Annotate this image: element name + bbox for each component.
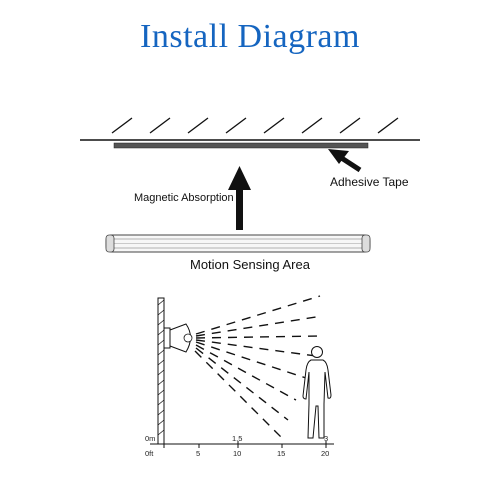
axis-feet-unit: 0ft [145, 449, 154, 458]
person-icon [302, 346, 332, 439]
ceiling-hatching [111, 117, 399, 134]
axis-feet-tick: 15 [277, 449, 286, 458]
magnetic-absorption-label: Magnetic Absorption [134, 192, 234, 204]
adhesive-tape-label: Adhesive Tape [330, 175, 409, 189]
wall [157, 297, 165, 445]
axis-meter-unit: 0m [145, 434, 156, 443]
light-tube [105, 234, 371, 253]
sensing-rays [194, 295, 323, 439]
axis-meter-tick: 1.5 [232, 434, 243, 443]
motion-sensor-icon [163, 323, 193, 353]
distance-axis [150, 440, 334, 448]
magnetic-absorption-arrow-icon [228, 166, 251, 230]
axis-feet-tick: 10 [233, 449, 242, 458]
adhesive-tape-arrow-icon [328, 149, 362, 173]
axis-feet-tick: 5 [196, 449, 201, 458]
axis-meter-tick: 3 [324, 434, 329, 443]
motion-sensing-area-label: Motion Sensing Area [190, 257, 310, 272]
adhesive-tape-strip [113, 142, 369, 149]
page-title: Install Diagram [140, 18, 360, 55]
axis-feet-tick: 20 [321, 449, 330, 458]
